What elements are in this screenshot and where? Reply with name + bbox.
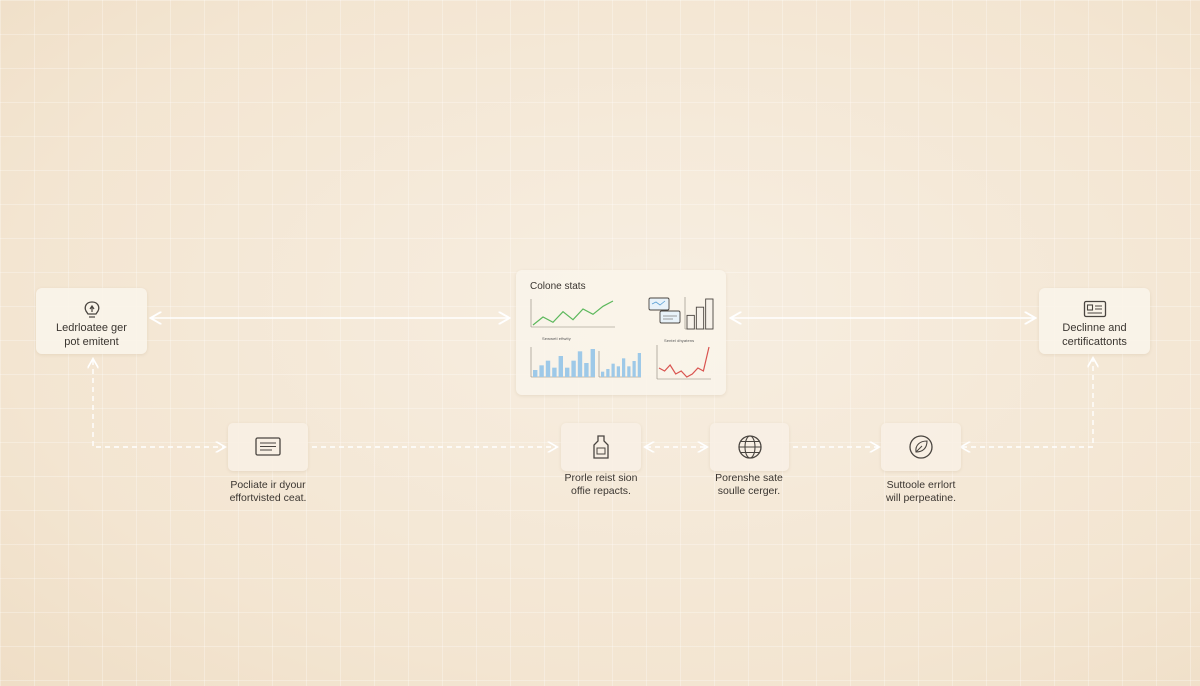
chart-line-growth <box>530 299 615 328</box>
chart-line-trend <box>656 345 711 380</box>
node-label-bottom-1: Pocliate ir dyour effortvisted ceat. <box>229 479 307 504</box>
bar <box>584 363 589 377</box>
bar <box>571 360 576 377</box>
bar <box>705 298 714 330</box>
panel-title-2: Sentel dhyatens <box>664 338 695 343</box>
series-line <box>658 346 710 378</box>
node-label-bottom-2: Prorle reist sion offie repacts. <box>564 472 638 497</box>
bar <box>637 353 641 377</box>
bar <box>601 371 605 377</box>
node-label-top-left: Ledrloatee ger pot emitent <box>56 322 127 348</box>
node-card-top-left[interactable]: Ledrloatee ger pot emitent <box>36 288 147 354</box>
node-label-bottom-3: Porenshe sate soulle cerger. <box>715 472 783 497</box>
node-box-bottom-3[interactable] <box>710 423 789 471</box>
globe-icon <box>737 435 762 459</box>
connector-right-loop <box>962 359 1093 447</box>
chat-cards-icon <box>648 297 681 324</box>
series-line <box>532 300 614 326</box>
node-box-bottom-1[interactable] <box>228 423 308 471</box>
leaf-icon <box>909 435 933 459</box>
bar <box>565 367 570 377</box>
bar <box>552 367 557 377</box>
bar <box>632 361 636 377</box>
bar <box>577 351 583 377</box>
connector-left-loop <box>93 360 224 447</box>
bottle-icon <box>593 435 609 459</box>
lightbulb-icon <box>84 301 99 318</box>
bar <box>611 363 615 377</box>
bar <box>545 360 551 377</box>
dashboard-card[interactable]: Colone stats Sewwetl eftwity Sentel dhya… <box>516 270 726 395</box>
bar <box>695 306 705 330</box>
bar <box>539 365 544 377</box>
bar <box>558 356 563 377</box>
node-card-top-right[interactable]: Declinne and certificattonts <box>1039 288 1150 354</box>
id-card-icon <box>1083 300 1106 318</box>
node-box-bottom-4[interactable] <box>881 423 961 471</box>
bar <box>616 366 620 377</box>
node-label-bottom-4: Suttoole errlort will perpeatine. <box>885 479 957 504</box>
bar <box>686 314 695 330</box>
chart-bar-secondary <box>598 351 641 378</box>
node-label-top-right: Declinne and certificattonts <box>1062 322 1127 348</box>
document-icon <box>255 437 281 456</box>
bar <box>622 358 626 377</box>
bar <box>533 370 538 377</box>
panel-title-1: Sewwetl eftwity <box>542 336 571 341</box>
bar <box>606 369 610 377</box>
bar <box>590 349 595 377</box>
node-box-bottom-2[interactable] <box>561 423 641 471</box>
chart-bar-summary <box>684 297 714 330</box>
bar <box>627 366 631 377</box>
chart-bar-activity <box>530 347 595 378</box>
dashboard-title: Colone stats <box>530 281 586 292</box>
